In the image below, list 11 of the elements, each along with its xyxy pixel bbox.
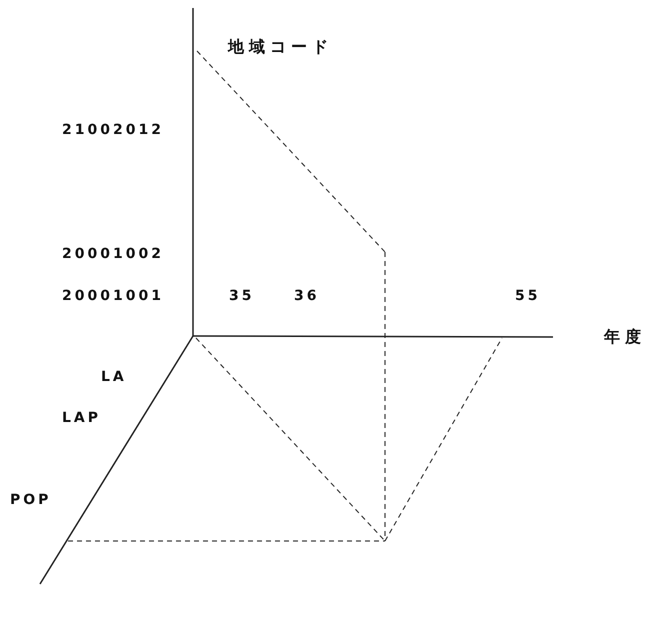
tick-label: 55 xyxy=(515,289,540,303)
axis-title: 地域コード xyxy=(228,39,333,55)
axis-title: 年度 xyxy=(604,329,646,345)
tick-label: LA xyxy=(101,370,127,384)
tick-label: LAP xyxy=(62,411,102,425)
tick-label: 20001002 xyxy=(62,247,164,261)
tick-label: POP xyxy=(10,493,52,507)
tick-label: 36 xyxy=(294,289,320,303)
tick-label: 21002012 xyxy=(62,123,164,137)
tick-label: 35 xyxy=(229,289,254,303)
tick-label: 20001001 xyxy=(62,289,164,303)
